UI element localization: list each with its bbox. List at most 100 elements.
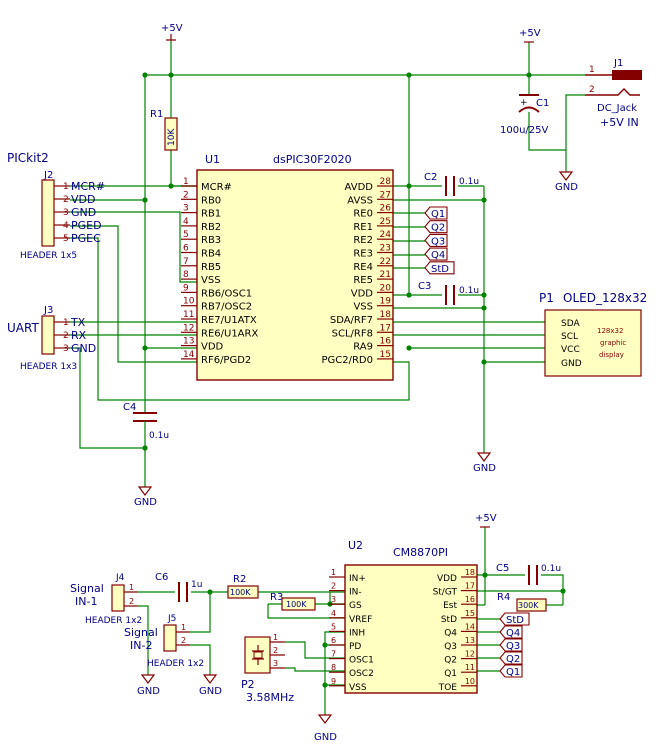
c6-ref: C6 (155, 572, 168, 583)
gnd-label-u2: GND (314, 732, 337, 743)
c6-capacitor: C6 1u (155, 572, 202, 602)
u1-pin-10-number: 10 (183, 297, 195, 307)
c4-ref: C4 (123, 402, 136, 413)
p2-quartz (253, 651, 263, 659)
gnd-label-c4: GND (134, 497, 157, 508)
j1-pin2: 2 (589, 85, 595, 95)
j3-pin-2-number: 2 (63, 331, 69, 341)
c6-value: 1u (191, 580, 202, 590)
u2-value: CM8870PI (393, 546, 448, 559)
u2-tag-3-shape (499, 651, 523, 665)
j1-sleeve (585, 88, 640, 96)
j4-pin1: 1 (129, 583, 134, 592)
c2-value: 0.1u (459, 177, 479, 187)
u1-pin-1-name: MCR# (201, 182, 232, 193)
r3-body (281, 597, 316, 611)
j5-title-line2: IN-2 (130, 639, 152, 652)
p2-ref: P2 (241, 678, 255, 691)
j4-pin2: 2 (129, 597, 134, 606)
c2-capacitor: C2 0.1u (424, 172, 479, 196)
c5-value: 0.1u (541, 564, 561, 574)
u1-pin-17-number: 17 (380, 323, 391, 333)
u1-pin-16-number: 16 (380, 337, 392, 347)
j5-leads (176, 631, 190, 646)
u2-pin-8-name: OSC2 (349, 669, 374, 679)
p2-pin2: 2 (273, 646, 278, 655)
u2-pin-10-name: TOE (438, 683, 458, 693)
p2-pin3: 3 (273, 659, 278, 668)
u2-tag-0-label: StD (506, 615, 524, 626)
u1-pin-20-number: 20 (380, 283, 392, 293)
u2-pin-11-name: Q1 (444, 669, 457, 679)
u2-pin-6-number: 6 (331, 636, 336, 645)
u2-pin-18-name: VDD (437, 574, 457, 584)
c1-value: 100u/25V (500, 125, 549, 136)
u2-tag-2-label: Q3 (506, 641, 520, 652)
u2-pins: 1IN+2IN-3GS4VREF5INH6PD7OSC18OSC29VSS18V… (329, 568, 477, 693)
u1-pin-26-name: RE0 (353, 209, 373, 220)
r1-body (164, 117, 178, 151)
u1-pin-4-number: 4 (183, 217, 189, 227)
u1-pin-18-name: SDA/RF7 (330, 315, 373, 326)
j3-ref: J3 (43, 305, 53, 316)
j2-body (41, 179, 55, 247)
u1-pin-2-name: RB0 (201, 195, 221, 206)
u2-pin-5-name: INH (349, 628, 365, 638)
r1-value: 10K (167, 128, 177, 146)
c3-capacitor: C3 0.1u (418, 281, 479, 305)
p1-body (544, 309, 642, 377)
r3-value: 100K (286, 600, 307, 609)
u1-pin-24-number: 24 (380, 230, 392, 240)
r4-value: 300K (518, 601, 539, 610)
j2-pin-5-name: PGEC (71, 232, 101, 245)
j5-body (163, 624, 177, 652)
u1-pin-2-number: 2 (183, 190, 189, 200)
u1-pin-5-name: RB3 (201, 235, 221, 246)
j5-title-line1: Signal (124, 626, 158, 639)
u2-body (344, 564, 478, 694)
u2-pin-15-number: 15 (465, 609, 475, 618)
u2-pin-16-number: 16 (465, 595, 475, 604)
j2-pin-4-name: PGED (71, 219, 102, 232)
r1-ref: R1 (150, 109, 163, 120)
j4-title-line2: IN-1 (75, 595, 97, 608)
u2-tag-3-label: Q2 (506, 654, 520, 665)
u1-pin-13-number: 13 (183, 337, 194, 347)
p1-value: OLED_128x32 (563, 291, 647, 305)
power-labels: +5V +5V +5V GND GND GND GND GND GND (134, 23, 578, 743)
u2-pin-9-name: VSS (349, 683, 367, 693)
u2-pin-3-name: GS (349, 601, 362, 611)
c3-plates (445, 285, 455, 305)
c4-capacitor: C4 0.1u (123, 402, 169, 441)
p2-body (244, 636, 271, 674)
gnd-label-j5: GND (199, 686, 222, 697)
u2-tag-4-shape (499, 664, 523, 678)
p2-leads (270, 641, 285, 669)
r4-resistor: R4 300K (497, 592, 547, 612)
u2-pin-2-number: 2 (331, 582, 336, 591)
j4-header: Signal IN-1 J4 1 2 HEADER 1x2 (70, 573, 142, 626)
j3-pin-2-name: RX (71, 329, 87, 342)
j1-value: DC_Jack (597, 103, 637, 114)
r3-ref: R3 (270, 592, 283, 603)
j1-dc-jack: J1 1 2 DC_Jack +5V IN (585, 58, 642, 129)
junctions (142, 72, 566, 688)
u1-pin-17-name: SCL/RF8 (332, 328, 373, 339)
gnd-label-avss: GND (473, 463, 496, 474)
r4-ref: R4 (497, 592, 510, 603)
u1-pin-13-name: VDD (201, 342, 224, 353)
u2-pin-7-number: 7 (331, 650, 336, 659)
u1-pin-18-number: 18 (380, 310, 392, 320)
u1-pin-8-name: VSS (201, 275, 221, 286)
u2-pin-17-name: St/GT (433, 588, 458, 598)
u1-pin-24-name: RE2 (353, 235, 373, 246)
u2-pin-9-number: 9 (331, 677, 336, 686)
j2-ref: J2 (43, 170, 53, 181)
u2-chip: U2 CM8870PI 1IN+2IN-3GS4VREF5INH6PD7OSC1… (329, 539, 478, 694)
u2-tag-4-label: Q1 (506, 667, 520, 678)
j4-ref: J4 (115, 573, 125, 583)
